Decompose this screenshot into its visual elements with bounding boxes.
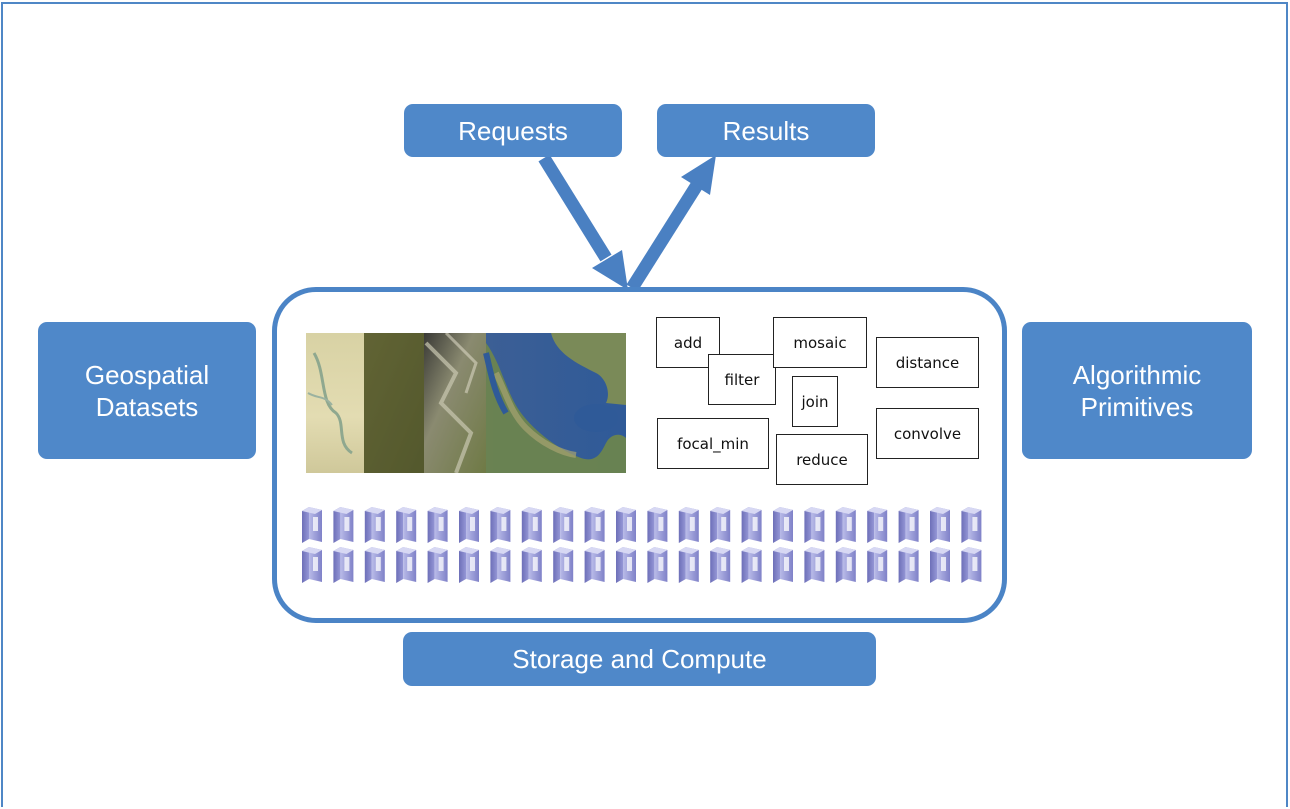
server-icon [930,507,950,543]
algorithmic-primitives-line2: Primitives [1080,391,1194,422]
server-icon [741,507,762,543]
primitive-mosaic-label: mosaic [793,333,847,352]
server-icon [678,507,699,543]
server-icon [521,507,542,543]
requests-box: Requests [404,104,622,157]
result-arrow [626,155,716,292]
server-icon [302,547,322,583]
satellite-imagery [306,333,626,473]
primitive-distance: distance [876,337,979,388]
storage-compute-label: Storage and Compute [512,644,767,674]
server-icon [302,507,322,543]
server-icon [396,507,417,543]
server-icon [835,547,856,583]
server-icon [584,547,605,583]
server-icon [521,547,542,583]
server-icon [804,547,825,583]
algorithmic-primitives-line1: Algorithmic [1072,359,1202,390]
primitive-focal-min-label: focal_min [677,434,749,453]
server-icon [961,507,982,543]
server-icon [804,507,825,543]
server-icon [835,507,856,543]
server-icon [364,547,385,583]
geospatial-datasets-box: Geospatial Datasets [38,322,256,459]
server-icon [898,507,919,543]
primitive-distance-label: distance [895,353,960,372]
server-icon [710,547,731,583]
primitive-reduce: reduce [776,434,868,485]
server-icon [616,547,636,583]
primitive-filter-label: filter [724,370,760,389]
server-icon [333,507,354,543]
primitive-focal-min: focal_min [657,418,769,469]
server-icon [867,507,888,543]
server-icon [710,507,731,543]
server-icon [961,547,982,583]
requests-label: Requests [458,115,568,146]
primitive-filter: filter [708,354,776,405]
primitive-reduce-label: reduce [796,450,848,469]
geospatial-datasets-line2: Datasets [95,391,199,422]
primitive-join: join [792,376,838,427]
server-icon [584,507,605,543]
primitive-convolve: convolve [876,408,979,459]
server-icon [427,547,448,583]
server-icon [364,507,385,543]
primitive-add-label: add [673,333,703,352]
geospatial-datasets-line1: Geospatial [84,359,210,390]
results-label: Results [722,115,810,146]
server-icon [333,547,354,583]
storage-compute-box: Storage and Compute [403,632,876,686]
server-icon [930,547,950,583]
primitive-join-label: join [801,392,829,411]
server-icon [459,547,479,583]
request-arrow [538,154,628,290]
server-icon [741,547,762,583]
primitive-convolve-label: convolve [893,424,962,443]
server-icon [678,547,699,583]
results-box: Results [657,104,875,157]
server-icon [647,507,668,543]
server-icon [459,507,479,543]
server-icon [773,507,793,543]
server-icon [490,547,511,583]
server-icon [553,547,574,583]
server-icon [773,547,793,583]
algorithmic-primitives-box: Algorithmic Primitives [1022,322,1252,459]
server-icon [427,507,448,543]
primitive-mosaic: mosaic [773,317,867,368]
server-icon [867,547,888,583]
server-icon [616,507,636,543]
server-icon [396,547,417,583]
server-icon [898,547,919,583]
server-icon [647,547,668,583]
server-array [302,507,982,583]
server-icon [490,507,511,543]
server-icon [553,507,574,543]
